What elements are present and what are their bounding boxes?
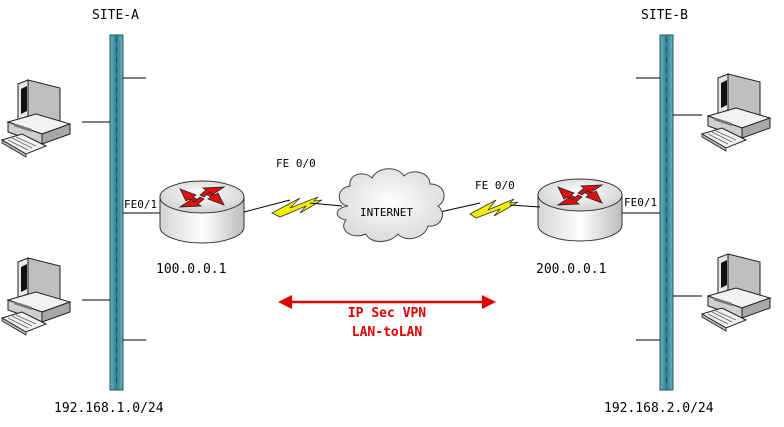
- site-a-subnet: 192.168.1.0/24: [54, 401, 164, 416]
- vpn-label-line1: IP Sec VPN: [347, 306, 427, 321]
- site-a-title: SITE-A: [92, 8, 139, 23]
- site-b-workstation-1-icon: [701, 73, 771, 152]
- site-a-router-ip: 100.0.0.1: [156, 262, 227, 277]
- site-a-workstation-2-icon: [1, 257, 71, 336]
- site-b-serial-link-icon: [439, 198, 541, 219]
- site-b-router-icon: [537, 178, 623, 242]
- vpn-double-arrow-icon: [278, 295, 496, 309]
- internet-cloud-icon: [336, 168, 445, 242]
- site-a-router-icon: [159, 180, 245, 244]
- site-a-workstation-1-icon: [1, 79, 71, 158]
- site-b-router-ip: 200.0.0.1: [536, 262, 607, 277]
- site-b-lan-interface: FE0/1: [624, 196, 658, 209]
- site-b-wan-interface: FE 0/0: [475, 179, 515, 192]
- vpn-label-line2: LAN-toLAN: [351, 325, 423, 340]
- internet-label: INTERNET: [360, 206, 413, 219]
- site-a-serial-link-icon: [243, 196, 343, 218]
- site-b-subnet: 192.168.2.0/24: [604, 401, 714, 416]
- site-a-wan-interface: FE 0/0: [276, 157, 316, 170]
- site-b-workstation-2-icon: [701, 253, 771, 332]
- site-b-title: SITE-B: [641, 8, 688, 23]
- site-a-lan-interface: FE0/1: [124, 198, 158, 211]
